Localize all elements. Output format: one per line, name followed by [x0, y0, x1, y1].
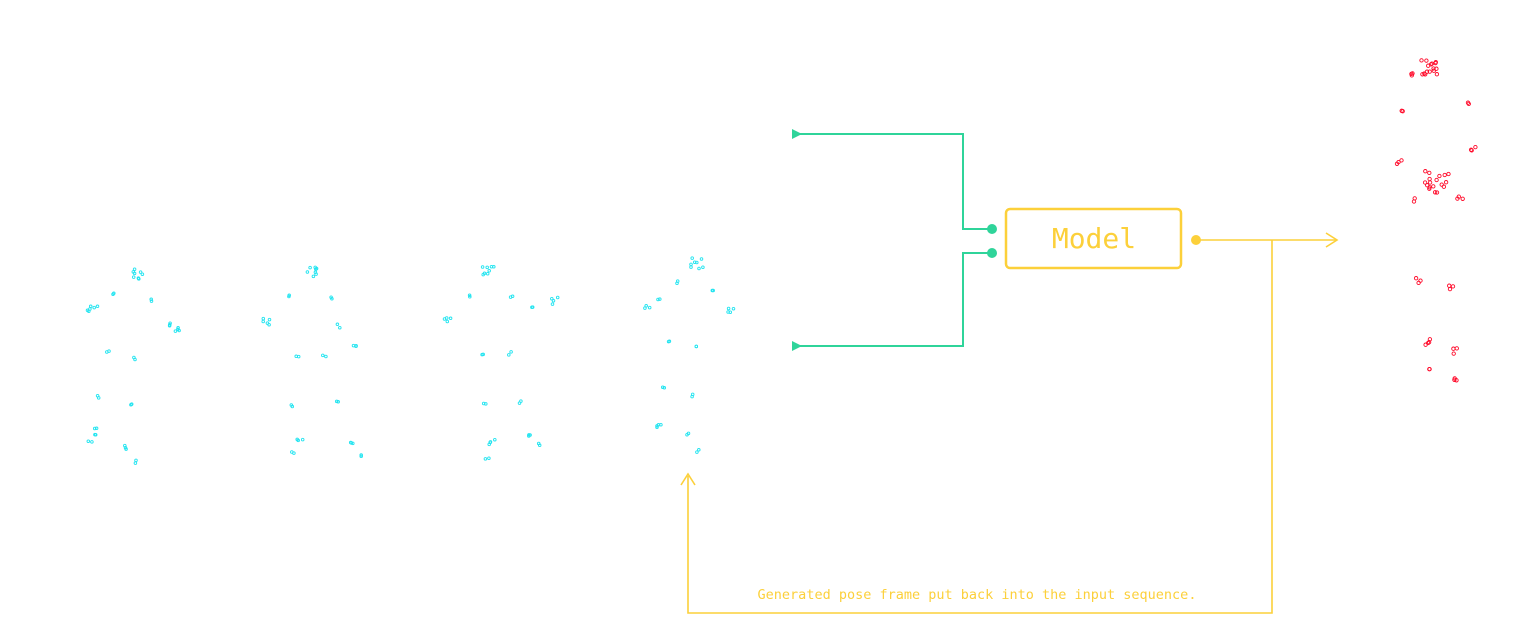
feedback-caption: Generated pose frame put back into the i… [758, 587, 1197, 603]
output-pose-figure [1394, 58, 1478, 383]
lower-input-connector [792, 252, 991, 347]
upper-connector-port [987, 224, 997, 234]
feedback-loop: Generated pose frame put back into the i… [680, 240, 1273, 614]
input-pose-frame-3 [442, 264, 560, 461]
output-arrowhead [1325, 232, 1339, 248]
feedback-line [687, 240, 1273, 614]
feedback-arrowhead [680, 472, 696, 486]
sequence-input-connectors [792, 129, 997, 351]
input-pose-frame-2 [261, 265, 363, 459]
model-block: Model [1004, 207, 1183, 270]
input-pose-sequence [85, 256, 736, 465]
model-label: Model [1052, 222, 1136, 255]
input-pose-frame-1 [85, 267, 181, 465]
generated-pose-frame [1394, 58, 1478, 383]
model-output-connector [1191, 232, 1339, 248]
upper-connector-arrowhead [792, 129, 802, 139]
lower-connector-arrowhead [792, 341, 802, 351]
upper-input-connector [792, 133, 991, 230]
input-pose-frame-4 [643, 256, 736, 454]
model-box [1004, 207, 1183, 270]
lower-connector-port [987, 248, 997, 258]
